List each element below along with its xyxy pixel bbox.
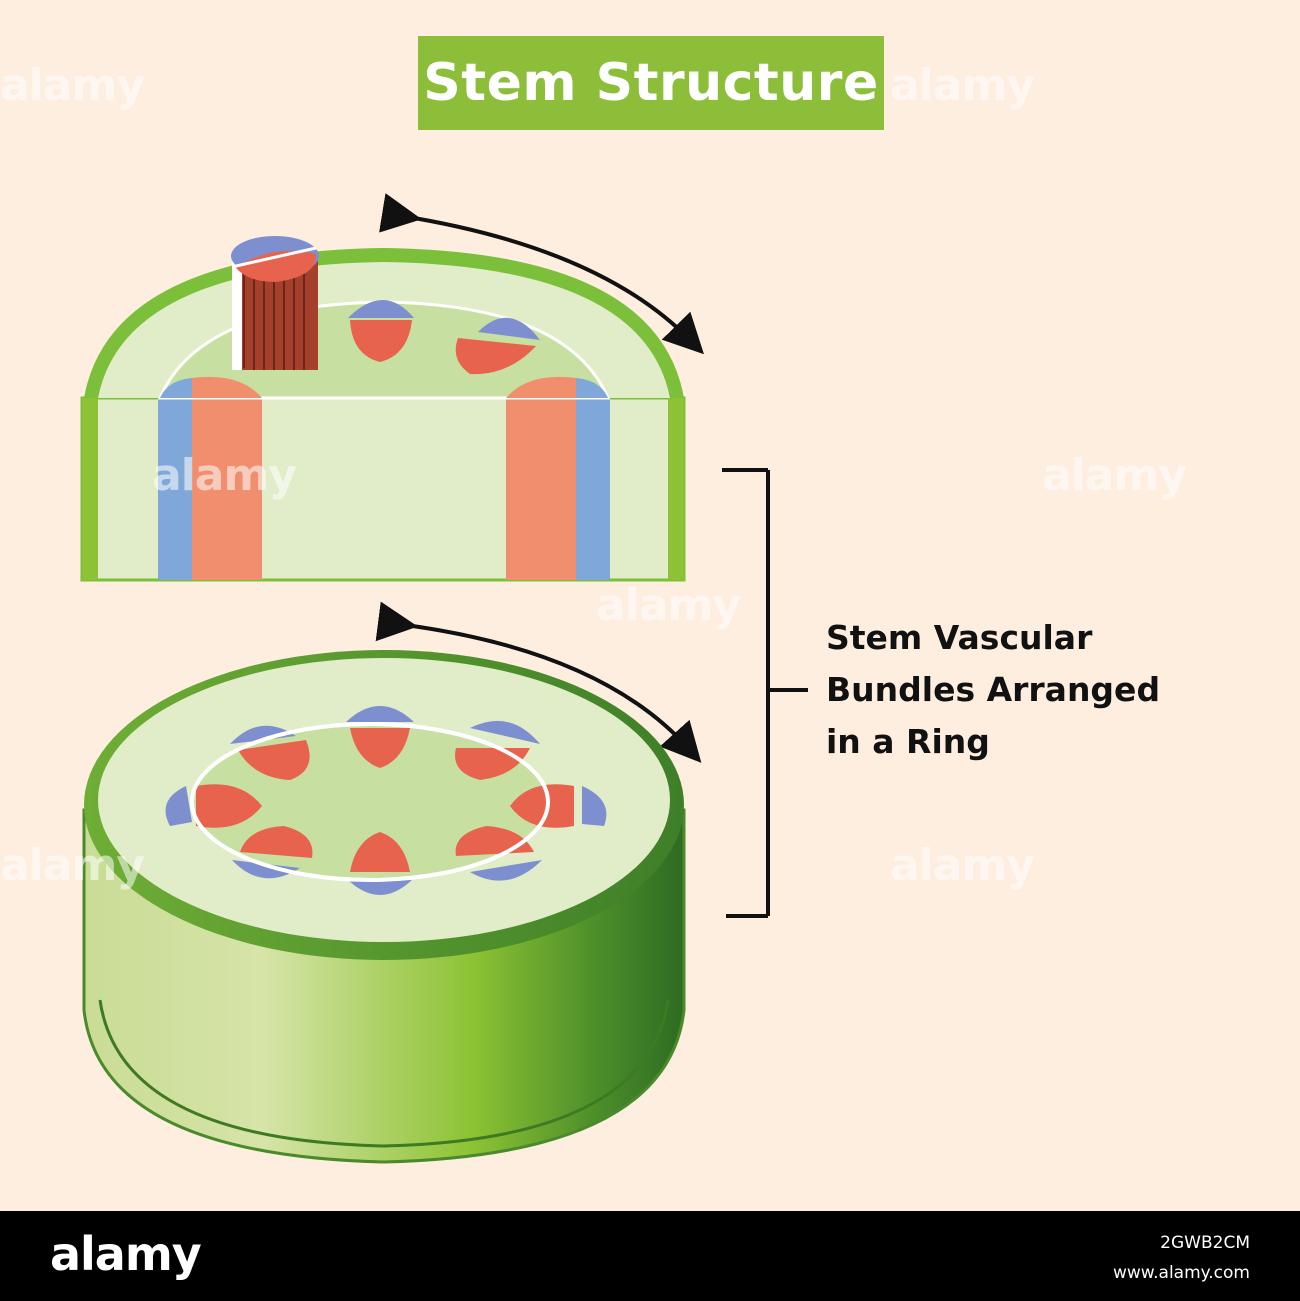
watermark: alamy — [152, 450, 297, 501]
watermark: alamy — [0, 60, 145, 111]
watermark: alamy — [890, 840, 1035, 891]
watermark: alamy — [0, 840, 145, 891]
vascular-bundle-label: Stem Vascular Bundles Arranged in a Ring — [826, 612, 1246, 768]
stem-diagram — [80, 193, 808, 1164]
watermark: alamy — [890, 60, 1035, 111]
cross-section — [82, 650, 686, 1164]
phloem-strip-right — [576, 398, 610, 580]
label-line-3: in a Ring — [826, 722, 990, 761]
watermark: alamy — [596, 580, 741, 631]
footer-logo: alamy — [50, 1227, 202, 1281]
label-line-2: Bundles Arranged — [826, 670, 1161, 709]
vascular-bundle-ring — [165, 706, 607, 895]
diagram-title: Stem Structure — [423, 53, 879, 113]
footer-url: www.alamy.com — [1112, 1263, 1250, 1283]
rotation-arrow-top — [379, 193, 704, 355]
extracted-bundle — [231, 236, 319, 370]
rotation-arrow-bottom — [375, 601, 702, 763]
image-id: 2GWB2CM — [1160, 1233, 1250, 1253]
phloem-strip-left — [158, 398, 192, 580]
footer-bar: alamy 2GWB2CM www.alamy.com — [0, 1211, 1300, 1301]
xylem-strip-left — [192, 398, 262, 580]
label-line-1: Stem Vascular — [826, 618, 1093, 657]
watermark: alamy — [1042, 450, 1187, 501]
xylem-strip-right — [506, 398, 576, 580]
longitudinal-section — [80, 236, 686, 582]
epidermis-right — [668, 398, 684, 580]
epidermis-left — [82, 398, 98, 580]
title-banner: Stem Structure — [418, 36, 884, 130]
label-bracket — [722, 468, 808, 918]
